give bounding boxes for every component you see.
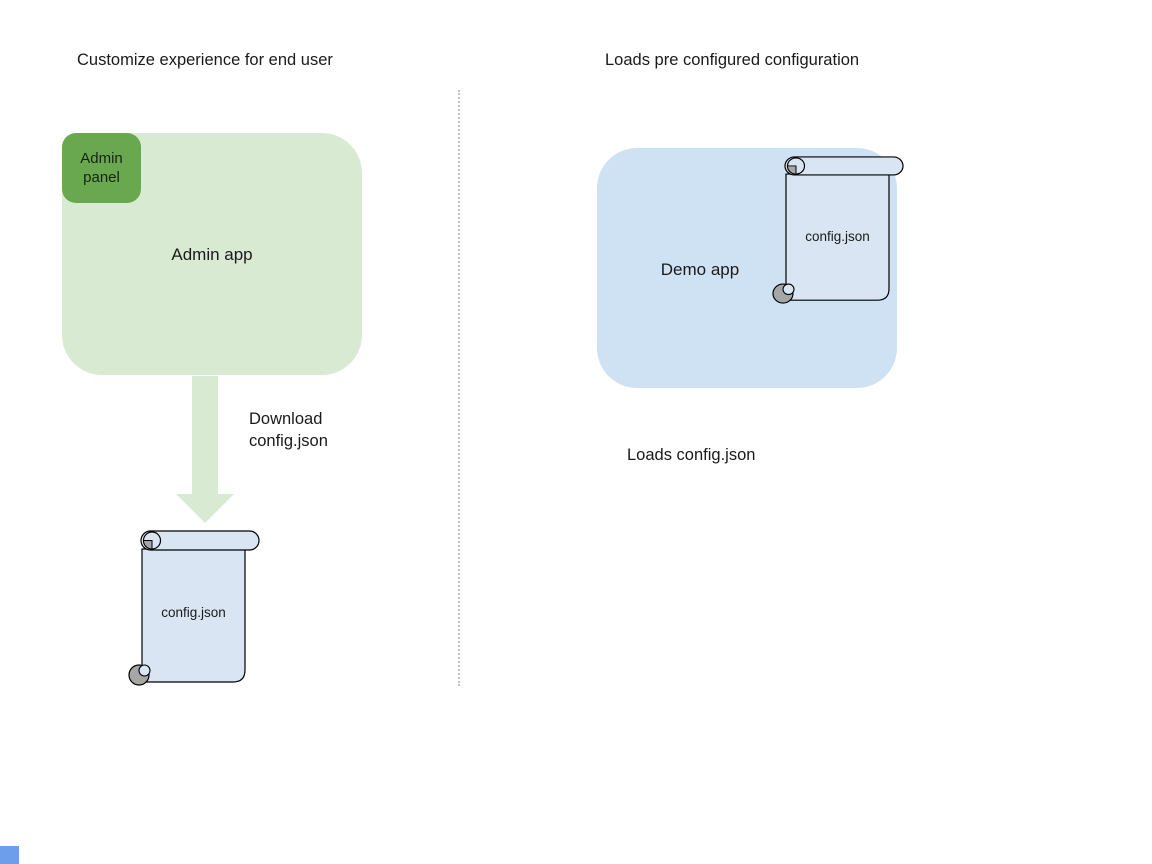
download-caption: Download config.json <box>249 410 328 450</box>
download-arrow-icon <box>176 376 234 523</box>
admin-app-label: Admin app <box>171 245 253 264</box>
config-scroll-shape-right: config.json <box>772 156 904 304</box>
left-section-title: Customize experience for end user <box>77 51 333 69</box>
admin-panel-shape: Admin panel <box>62 133 141 203</box>
scroll-icon <box>772 156 904 304</box>
admin-panel-label: Admin panel <box>80 150 123 186</box>
config-scroll-shape-left: config.json <box>128 530 260 686</box>
section-divider <box>458 90 460 686</box>
right-section-title: Loads pre configured configuration <box>605 51 860 69</box>
loads-config-caption: Loads config.json <box>627 446 756 464</box>
admin-app-shape: Admin panel <box>62 133 362 375</box>
config-json-label: config.json <box>805 229 870 244</box>
scroll-icon <box>128 530 260 686</box>
demo-app-label: Demo app <box>660 260 740 279</box>
corner-artifact <box>0 846 19 864</box>
config-json-label: config.json <box>161 605 226 620</box>
